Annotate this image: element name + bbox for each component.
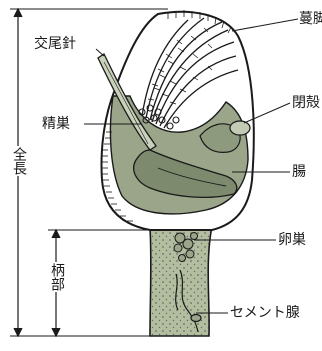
label-total-length: 全長 <box>11 146 27 176</box>
label-cement-gland: セメント腺 <box>230 305 300 321</box>
label-penis: 交尾針 <box>34 36 76 52</box>
label-cirri: 蔓脚 <box>299 11 322 27</box>
label-closing-muscle: 閉殻 <box>292 95 320 111</box>
label-testis: 精巣 <box>42 116 70 132</box>
label-intestine: 腸 <box>292 164 306 180</box>
label-ovary: 卵巣 <box>278 232 306 248</box>
closing-muscle <box>230 121 250 135</box>
label-peduncle: 柄部 <box>49 262 65 292</box>
